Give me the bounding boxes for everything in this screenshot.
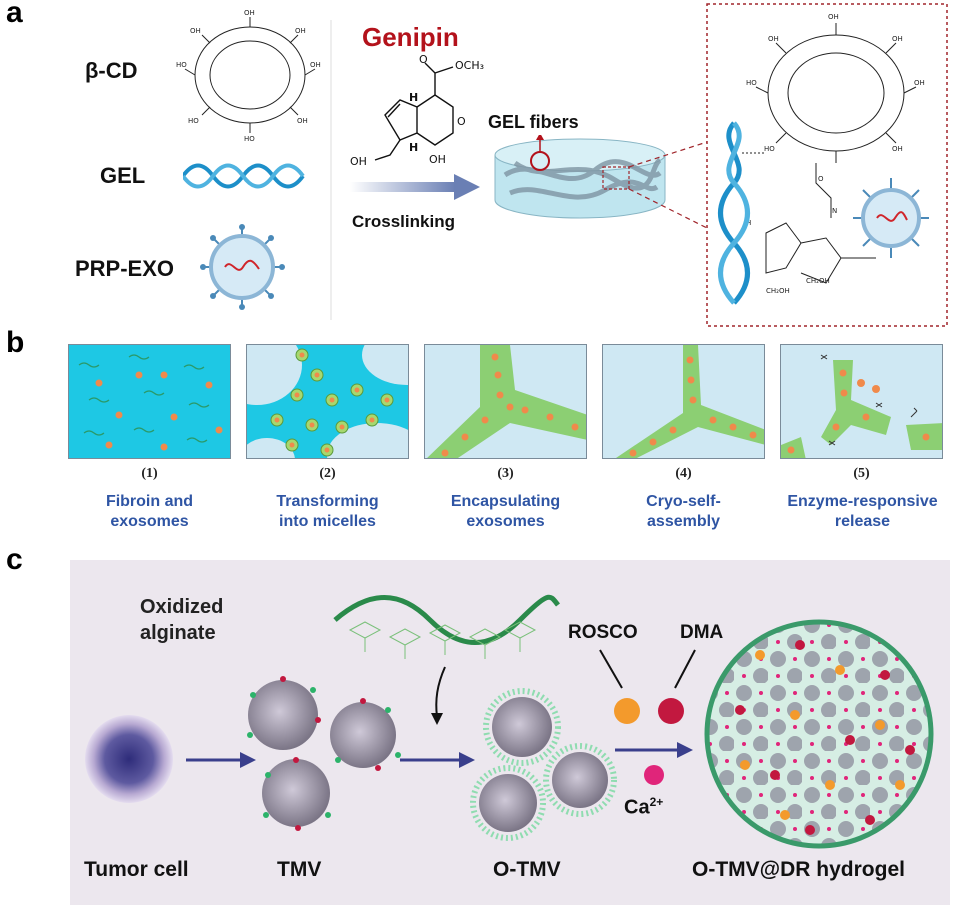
gel-fibers-label: GEL fibers [488,112,579,132]
svg-text:N: N [832,207,837,215]
step-1-number: (1) [141,466,158,481]
step-5-caption: Enzyme-responsive release [770,492,955,532]
arrow-1 [186,752,256,768]
dma-label: DMA [680,622,724,643]
svg-text:OH: OH [244,9,255,17]
step-3-caption-line-1: Encapsulating [450,493,561,510]
arrow-2 [400,752,475,768]
svg-text:OH: OH [297,117,308,125]
step-3-caption: Encapsulating exosomes [424,492,587,532]
svg-text:HO: HO [176,61,187,69]
svg-text:HO: HO [764,145,775,153]
bcd-label: β-CD [85,58,138,83]
step-3-number: (3) [497,466,514,481]
step-4-caption-line-1: Cryo-self- [646,493,721,510]
crosslinking-arrow [350,174,480,200]
step-5-number: (5) [853,466,870,481]
crosslinking-label: Crosslinking [352,212,455,231]
panel-b-letter: b [6,326,25,359]
tumor-cell-label: Tumor cell [84,858,189,881]
step-1-image [68,344,231,459]
alginate-arrow [431,666,446,725]
tmv-particles [247,676,401,831]
step-1-caption: Fibroin and exosomes [68,492,231,532]
tmv-label: TMV [277,858,322,881]
svg-text:OH: OH [892,35,903,43]
oh-right: OH [429,153,446,166]
step-5-caption-line-1: Enzyme-responsive [787,493,938,510]
prp-exosome-icon [200,224,285,310]
step-1-caption-line-2: exosomes [110,513,189,530]
hydrogel-label: O-TMV@DR hydrogel [692,858,905,881]
hydrogel-circle [704,619,934,849]
svg-text:HO: HO [188,117,199,125]
h-top: H [409,91,418,104]
gel-label: GEL [100,163,146,188]
ca-text: Ca [624,796,650,819]
svg-text:CH₂OH: CH₂OH [806,277,830,285]
arrow-3 [615,742,693,758]
ca-dot [644,765,664,785]
panel-c-letter: c [6,543,23,576]
gel-helix-icon [183,163,305,189]
tumor-cell-icon [85,715,173,803]
ca-label: Ca2+ [624,795,663,820]
panel-a-letter: a [6,0,23,29]
svg-text:OH: OH [828,13,839,21]
rosco-label: ROSCO [568,622,638,643]
alginate-line: alginate [140,622,216,644]
svg-text:OH: OH [295,27,306,35]
drug-lines [599,649,696,689]
step-4-image [602,344,765,459]
svg-text:CH₂OH: CH₂OH [766,287,790,295]
o-tmv-label: O-TMV [493,858,561,881]
methoxy-label: OCH₃ [455,59,484,72]
step-5-image [780,344,943,459]
gel-fibers-cylinder [494,135,666,219]
rosco-dot [614,698,640,724]
genipin-label: Genipin [362,22,459,52]
alginate-chain [333,594,560,675]
beta-cd-ring-structure: HO OH OH HO OH OH HO OH [176,9,321,143]
ca-superscript: 2+ [649,795,664,809]
step-4-caption: Cryo-self- assembly [602,492,765,532]
svg-text:OH: OH [768,35,779,43]
step-2-caption-line-2: into micelles [279,513,376,530]
o-tmv-particles [470,688,617,841]
panel-a-divider [330,20,332,320]
svg-text:OH: OH [892,145,903,153]
svg-text:OH: OH [310,61,321,69]
step-2-caption: Transforming into micelles [246,492,409,532]
dma-dot [658,698,684,724]
genipin-structure: O OCH₃ H H O OH OH [350,55,484,168]
step-3-caption-line-2: exosomes [466,513,545,530]
oxidized-line: Oxidized [140,596,224,618]
step-2-number: (2) [319,466,336,481]
oh-left: OH [350,155,367,168]
step-5-caption-line-2: release [834,513,891,530]
zoom-lines [628,141,708,229]
svg-text:O: O [818,175,824,183]
step-4-caption-line-2: assembly [647,513,720,530]
step-2-caption-line-1: Transforming [276,493,379,510]
prp-exo-label: PRP-EXO [75,256,175,281]
step-4-number: (4) [675,466,692,481]
step-1-caption-line-1: Fibroin and [105,493,194,510]
svg-text:OH: OH [190,27,201,35]
oxidized-alginate-label: Oxidized alginate [140,594,223,646]
h-bottom: H [409,141,418,154]
svg-text:HO: HO [244,135,255,143]
svg-text:HO: HO [746,79,757,87]
step-2-image [246,344,409,459]
step-3-image [424,344,587,459]
ring-o: O [457,115,466,128]
svg-text:OH: OH [914,79,925,87]
carbonyl-o: O [419,55,428,66]
